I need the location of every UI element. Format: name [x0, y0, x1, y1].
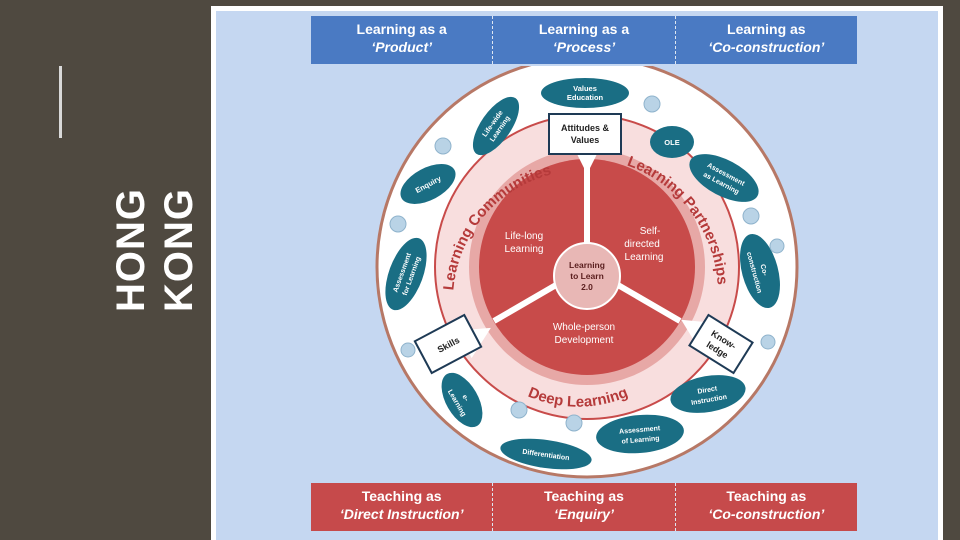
learning-to-learn-diagram: Learning to Learn 2.0 Life-long Learning… — [216, 66, 938, 480]
learning-product-cell: Learning as a‘Product’ — [311, 16, 494, 64]
oval-enquiry: Enquiry — [400, 164, 456, 204]
svg-text:Co-: Co- — [758, 264, 768, 278]
box-skills: Skills — [413, 313, 483, 375]
svg-text:e-: e- — [460, 394, 470, 403]
center-line2: to Learn — [570, 271, 604, 281]
oval-direct-instruction: Direct Instruction — [670, 375, 746, 413]
sector-selfdirected-line2: directed — [624, 239, 660, 250]
box-attitudes-values: Attitudes & Values — [548, 113, 622, 155]
svg-text:Attitudes &: Attitudes & — [561, 123, 609, 133]
teaching-bar: Teaching as‘Direct Instruction’ Teaching… — [311, 483, 857, 531]
sector-selfdirected-line1: Self- — [640, 226, 661, 237]
svg-text:of Learning: of Learning — [621, 435, 660, 445]
svg-text:Education: Education — [567, 93, 604, 102]
title-line-kong: KONG — [157, 188, 200, 312]
teaching-enquiry-cell: Teaching as‘Enquiry’ — [493, 483, 676, 531]
slide-title: HONG KONG — [104, 160, 201, 320]
oval-differentiation: Differentiation — [500, 438, 592, 470]
svg-text:Values: Values — [571, 135, 600, 145]
oval-assessment-as-learning: Assessment as Learning — [689, 154, 759, 202]
teaching-direct-cell: Teaching as‘Direct Instruction’ — [311, 483, 494, 531]
sector-lifelong-line2: Learning — [505, 244, 544, 255]
oval-lifewide-learning: Life-wide Learning — [472, 96, 520, 156]
center-line1: Learning — [569, 260, 605, 270]
sidebar: HONG KONG — [0, 0, 210, 540]
oval-e-learning: e- Learning — [441, 372, 483, 428]
center-line3: 2.0 — [581, 282, 593, 292]
sector-wholeperson-line1: Whole-person — [553, 322, 615, 333]
sector-selfdirected-line3: Learning — [625, 252, 664, 263]
oval-assessment-of-learning: Assessment of Learning — [596, 414, 684, 454]
teaching-coconstruction-cell: Teaching as‘Co-construction’ — [708, 488, 825, 522]
sector-wholeperson-line2: Development — [555, 335, 614, 346]
oval-assessment-for-learning: Assessment for Learning — [385, 237, 427, 311]
svg-text:Direct: Direct — [697, 385, 718, 395]
accent-rule — [59, 66, 62, 138]
svg-text:Values: Values — [573, 84, 597, 93]
learning-process-cell: Learning as a‘Process’ — [493, 16, 676, 64]
sector-lifelong-line1: Life-long — [505, 231, 543, 242]
learning-bar: Learning as a‘Product’ Learning as a‘Pro… — [311, 16, 857, 64]
small-dots — [389, 95, 785, 432]
svg-text:Assessment: Assessment — [619, 425, 661, 436]
oval-co-construction: Co- construction — [740, 234, 780, 308]
center-circle — [553, 242, 621, 310]
oval-ole: OLE — [650, 126, 694, 158]
learning-coconstruction-cell: Learning as‘Co-construction’ — [708, 21, 825, 55]
box-knowledge: Know- ledge — [688, 313, 754, 375]
title-line-hong: HONG — [109, 188, 153, 312]
oval-values-education: Values Education — [541, 78, 629, 108]
svg-text:OLE: OLE — [664, 138, 679, 147]
